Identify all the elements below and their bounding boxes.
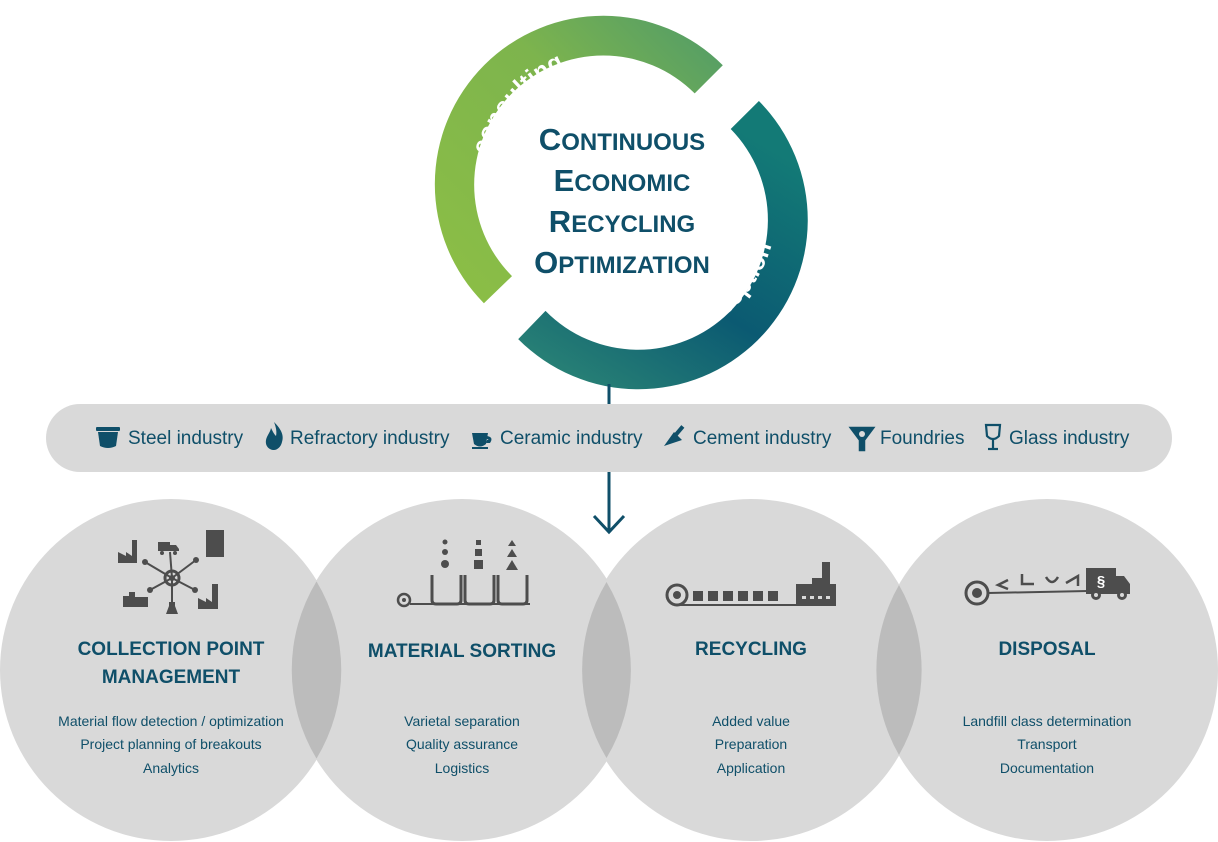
stage-item: Varietal separation bbox=[404, 713, 520, 729]
stage-item: Landfill class determination bbox=[963, 713, 1132, 729]
title-line-3: RECYCLING bbox=[549, 204, 695, 239]
stage-1-text: COLLECTION POINT MANAGEMENT Material flo… bbox=[58, 639, 284, 776]
down-arrow-icon bbox=[592, 514, 626, 535]
industry-ceramic: Ceramic industry bbox=[472, 428, 643, 449]
industry-cement: Cement industry bbox=[664, 425, 832, 449]
overlap-1-2 bbox=[291, 581, 342, 759]
consulting-arc bbox=[434, 15, 723, 304]
stage-item: Documentation bbox=[1000, 760, 1094, 776]
stage-title: MATERIAL SORTING bbox=[368, 641, 556, 662]
stage-title: RECYCLING bbox=[695, 639, 807, 660]
stage-circle-1 bbox=[0, 499, 342, 841]
stage-circles bbox=[0, 499, 1218, 841]
stage-title: COLLECTION POINT bbox=[78, 639, 265, 660]
stage-item: Quality assurance bbox=[406, 736, 518, 752]
stage-circle-2 bbox=[291, 499, 633, 841]
trowel-icon bbox=[664, 425, 685, 446]
stage-4-text: DISPOSAL Landfill class determination Tr… bbox=[963, 639, 1132, 776]
cup-icon bbox=[472, 433, 492, 449]
truck-icon: § bbox=[964, 568, 1130, 606]
industry-label: Glass industry bbox=[1009, 428, 1130, 449]
stage-circle-3 bbox=[580, 499, 922, 841]
cycle-title: CONTINUOUS ECONOMIC RECYCLING OPTIMIZATI… bbox=[534, 122, 710, 280]
network-icon bbox=[118, 530, 224, 614]
stage-title: MANAGEMENT bbox=[102, 667, 241, 688]
stage-item: Analytics bbox=[143, 760, 199, 776]
wine-glass-icon bbox=[984, 423, 1002, 451]
paragraph-symbol: § bbox=[1097, 573, 1105, 590]
stage-3-text: RECYCLING Added value Preparation Applic… bbox=[695, 639, 807, 776]
industry-label: Ceramic industry bbox=[500, 428, 643, 449]
stage-2-text: MATERIAL SORTING Varietal separation Qua… bbox=[368, 641, 556, 776]
industry-refractory: Refractory industry bbox=[265, 422, 450, 450]
stage-title: DISPOSAL bbox=[998, 639, 1096, 660]
overlap-3-4 bbox=[876, 585, 922, 755]
industry-label: Foundries bbox=[880, 428, 965, 449]
flame-icon bbox=[265, 422, 283, 450]
title-line-2: ECONOMIC bbox=[554, 163, 691, 198]
stage-item: Material flow detection / optimization bbox=[58, 713, 284, 729]
industry-label: Steel industry bbox=[128, 428, 244, 449]
stage-item: Application bbox=[717, 760, 786, 776]
industry-label: Cement industry bbox=[693, 428, 832, 449]
title-line-1: CONTINUOUS bbox=[539, 122, 705, 157]
stage-item: Transport bbox=[1017, 736, 1077, 752]
sorting-icon bbox=[396, 539, 530, 608]
conveyor-factory-icon bbox=[665, 562, 836, 607]
title-line-4: OPTIMIZATION bbox=[534, 245, 710, 280]
stage-item: Added value bbox=[712, 713, 790, 729]
industry-glass: Glass industry bbox=[984, 423, 1130, 451]
industry-label: Refractory industry bbox=[290, 428, 450, 449]
funnel-icon bbox=[848, 426, 876, 452]
steel-ladle-icon bbox=[96, 427, 120, 448]
cycle-ring: consulting conception bbox=[434, 15, 808, 390]
stage-item: Preparation bbox=[715, 736, 787, 752]
stage-item: Logistics bbox=[435, 760, 489, 776]
industry-foundries: Foundries bbox=[848, 426, 965, 452]
overlap-2-3 bbox=[582, 582, 631, 758]
conception-arc bbox=[518, 101, 808, 390]
stage-circle-4 bbox=[876, 499, 1218, 841]
stage-item: Project planning of breakouts bbox=[80, 736, 261, 752]
industry-steel: Steel industry bbox=[96, 427, 244, 449]
industry-bar bbox=[46, 404, 1172, 472]
